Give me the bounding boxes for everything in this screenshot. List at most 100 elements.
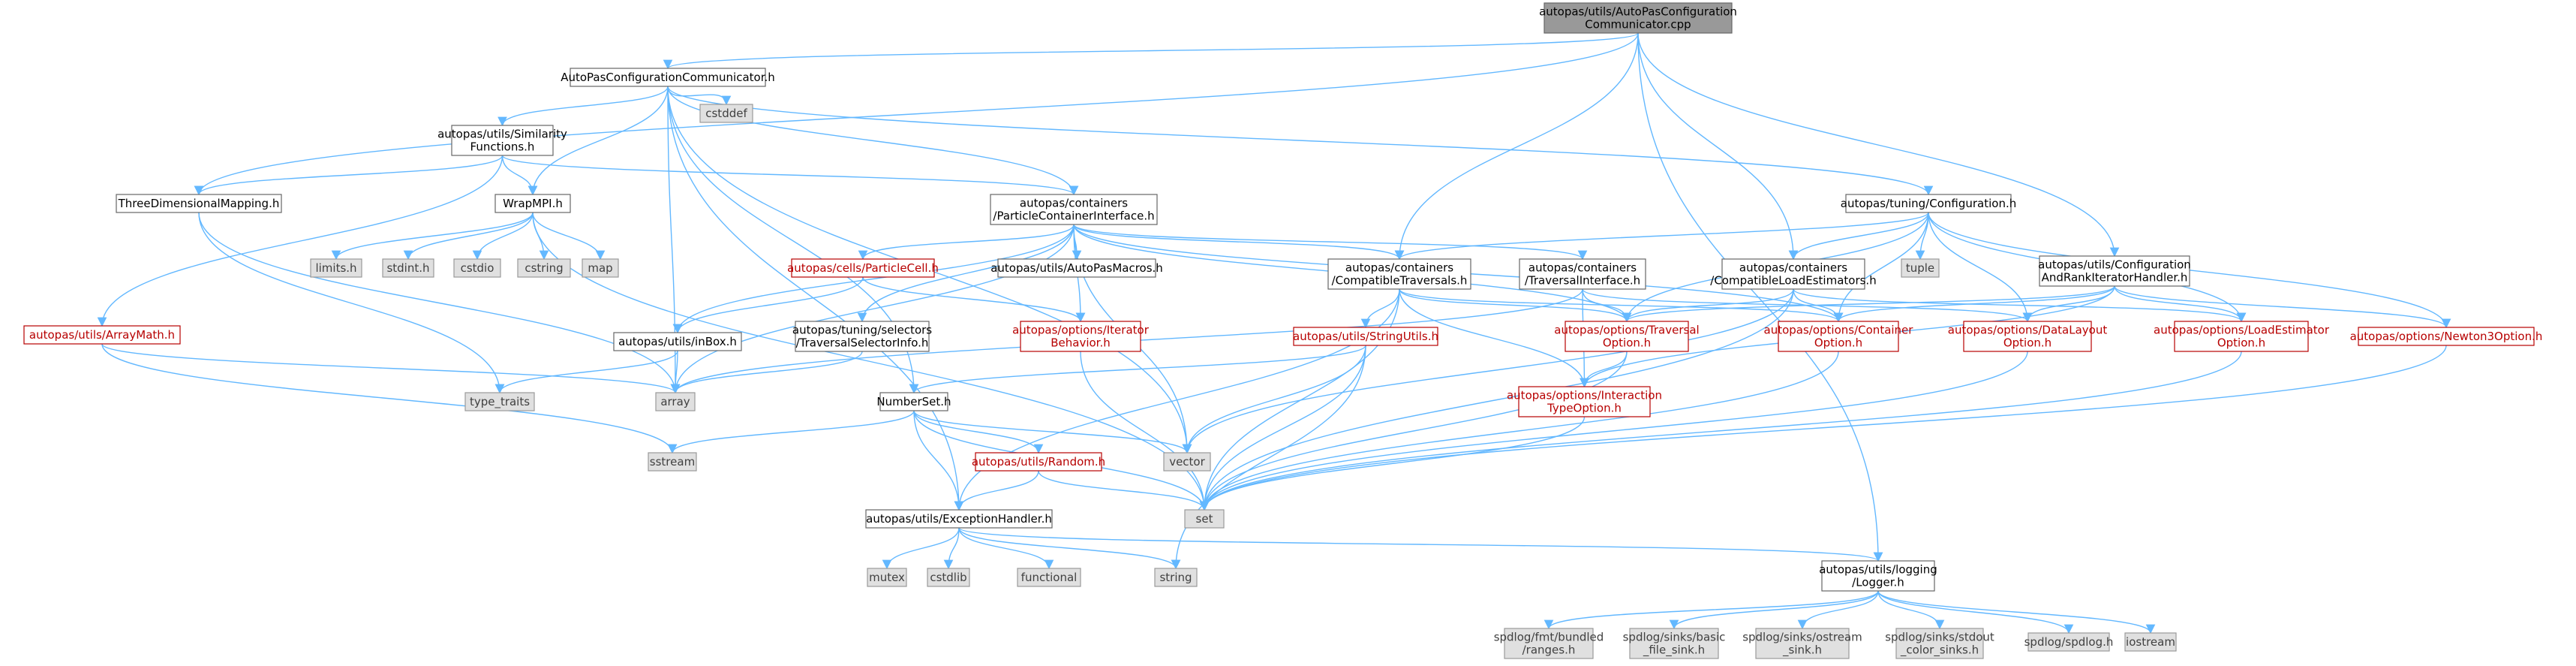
node-leopt-label-line-1: Option.h — [2217, 336, 2265, 350]
edge-comptrav-to-contopt — [1399, 288, 1844, 323]
node-root[interactable]: autopas/utils/AutoPasConfigurationCommun… — [1539, 2, 1737, 34]
node-cstdio: cstdio — [453, 258, 501, 278]
node-tsinfo[interactable]: autopas/tuning/selectors/TraversalSelect… — [792, 321, 932, 352]
edge-wrapmpi-to-cstdio — [472, 212, 534, 261]
node-wrapmpi[interactable]: WrapMPI.h — [494, 194, 571, 213]
node-string-label-line-0: string — [1159, 571, 1192, 584]
node-threedim-label-line-0: ThreeDimensionalMapping.h — [118, 197, 280, 210]
node-arraymath[interactable]: autopas/utils/ArrayMath.h — [23, 325, 181, 345]
node-cstdlib-box — [927, 568, 970, 587]
node-limits-label-line-0: limits.h — [315, 261, 356, 275]
edge-comptrav-to-travopt — [1399, 288, 1632, 323]
edge-logger-to-spdlog — [1877, 590, 2074, 634]
edge-logger-to-iostream — [1877, 590, 2156, 634]
node-compload[interactable]: autopas/containers/CompatibleLoadEstimat… — [1710, 258, 1877, 290]
node-inbox[interactable]: autopas/utils/inBox.h — [613, 332, 742, 351]
node-random[interactable]: autopas/utils/Random.h — [972, 452, 1105, 472]
node-contopt-label-line-1: Option.h — [1814, 336, 1862, 350]
node-numberset[interactable]: NumberSet.h — [876, 392, 951, 411]
node-simfunc-box — [451, 125, 554, 156]
edge-travopt-to-set — [1199, 351, 1628, 511]
node-acch[interactable]: AutoPasConfigurationCommunicator.h — [561, 68, 775, 87]
node-cstring: cstring — [517, 258, 571, 278]
node-n3opt-label-line-0: autopas/options/Newton3Option.h — [2350, 330, 2543, 343]
node-stdoutsink-label-line-0: spdlog/sinks/stdout — [1885, 631, 1994, 644]
node-spdlog-label-line-0: spdlog/spdlog.h — [2024, 635, 2114, 649]
edge-acch-to-cstddef — [667, 86, 732, 106]
node-simfunc-label-line-0: autopas/utils/Similarity — [437, 128, 567, 141]
node-limits: limits.h — [310, 258, 362, 278]
node-configrank[interactable]: autopas/utils/ConfigurationAndRankIterat… — [2038, 255, 2191, 287]
node-itopt-box — [1518, 386, 1651, 417]
node-macros[interactable]: autopas/utils/AutoPasMacros.h — [990, 258, 1163, 278]
node-array-label-line-0: array — [660, 395, 690, 408]
edge-wrapmpi-to-limits — [331, 212, 534, 261]
node-stdint-box — [382, 258, 434, 278]
node-iterbehavior-label-line-1: Behavior.h — [1051, 336, 1111, 350]
edge-exhandler-to-cstdlib — [943, 527, 960, 570]
node-array: array — [655, 392, 696, 411]
node-pci[interactable]: autopas/containers/ParticleContainerInte… — [990, 194, 1158, 225]
node-n3opt-box — [2358, 327, 2535, 346]
node-particlecell[interactable]: autopas/cells/ParticleCell.h — [787, 258, 939, 278]
node-tsinfo-label-line-0: autopas/tuning/selectors — [792, 324, 932, 337]
edge-wrapmpi-to-map — [532, 212, 606, 261]
edge-logger-to-ostreamsink — [1797, 590, 1879, 630]
edge-arraymath-to-array — [101, 343, 681, 394]
edge-itopt-to-set — [1199, 416, 1586, 511]
node-comptrav[interactable]: autopas/containers/CompatibleTraversals.… — [1327, 258, 1471, 290]
node-typetraits-box — [464, 392, 535, 411]
node-logger-box — [1821, 560, 1935, 592]
node-logger[interactable]: autopas/utils/logging/Logger.h — [1819, 560, 1937, 592]
edge-simfunc-to-arraymath — [97, 155, 503, 327]
node-limits-box — [310, 258, 362, 278]
file-nodes: autopas/utils/AutoPasConfigurationCommun… — [23, 2, 2543, 659]
edge-config-to-comptrav — [1394, 212, 1929, 261]
node-wrapmpi-box — [494, 194, 571, 213]
node-functional-box — [1017, 568, 1081, 587]
node-spdlog-box — [2027, 632, 2110, 652]
node-basicfile-label-line-0: spdlog/sinks/basic — [1623, 631, 1726, 644]
node-travif[interactable]: autopas/containers/TraversalInterface.h — [1519, 258, 1646, 290]
node-stringutils[interactable]: autopas/utils/StringUtils.h — [1293, 327, 1438, 346]
node-mutex-label-line-0: mutex — [869, 571, 905, 584]
node-travif-label-line-1: /TraversalInterface.h — [1525, 274, 1640, 288]
node-functional: functional — [1017, 568, 1081, 587]
node-acch-box — [570, 68, 766, 87]
edge-acch-to-pci — [667, 86, 1079, 196]
node-root-label-line-0: autopas/utils/AutoPasConfiguration — [1539, 5, 1737, 19]
node-vector: vector — [1163, 452, 1211, 472]
node-contopt-label-line-0: autopas/options/Container — [1764, 324, 1914, 337]
node-pci-box — [990, 194, 1158, 225]
node-ostreamsink-label-line-1: _sink.h — [1782, 643, 1822, 658]
edge-config-to-dlopt — [1928, 212, 2033, 323]
edge-pci-to-array — [670, 224, 1075, 394]
node-compload-box — [1721, 258, 1865, 290]
edge-n3opt-to-set — [1199, 345, 2447, 511]
node-set: set — [1184, 509, 1225, 529]
node-ostreamsink: spdlog/sinks/ostream_sink.h — [1742, 628, 1862, 659]
edge-root-to-configrank — [1637, 32, 2120, 258]
node-threedim[interactable]: ThreeDimensionalMapping.h — [116, 194, 282, 213]
node-map-box — [582, 258, 619, 278]
edge-particlecell-to-inbox — [672, 276, 864, 334]
node-config[interactable]: autopas/tuning/Configuration.h — [1841, 194, 2017, 213]
edge-threedim-to-typetraits — [198, 212, 505, 394]
node-stringutils-box — [1293, 327, 1438, 346]
node-exhandler[interactable]: autopas/utils/ExceptionHandler.h — [865, 509, 1053, 529]
edge-threedim-to-array — [198, 212, 681, 394]
edge-comptrav-to-stringutils — [1360, 288, 1400, 329]
edge-compload-to-set — [1199, 288, 1794, 511]
node-macros-label-line-0: autopas/utils/AutoPasMacros.h — [990, 261, 1163, 275]
edge-pci-to-travif — [1073, 224, 1588, 261]
node-iterbehavior-box — [1020, 321, 1141, 352]
node-n3opt[interactable]: autopas/options/Newton3Option.h — [2350, 327, 2543, 346]
node-random-label-line-0: autopas/utils/Random.h — [972, 455, 1105, 469]
